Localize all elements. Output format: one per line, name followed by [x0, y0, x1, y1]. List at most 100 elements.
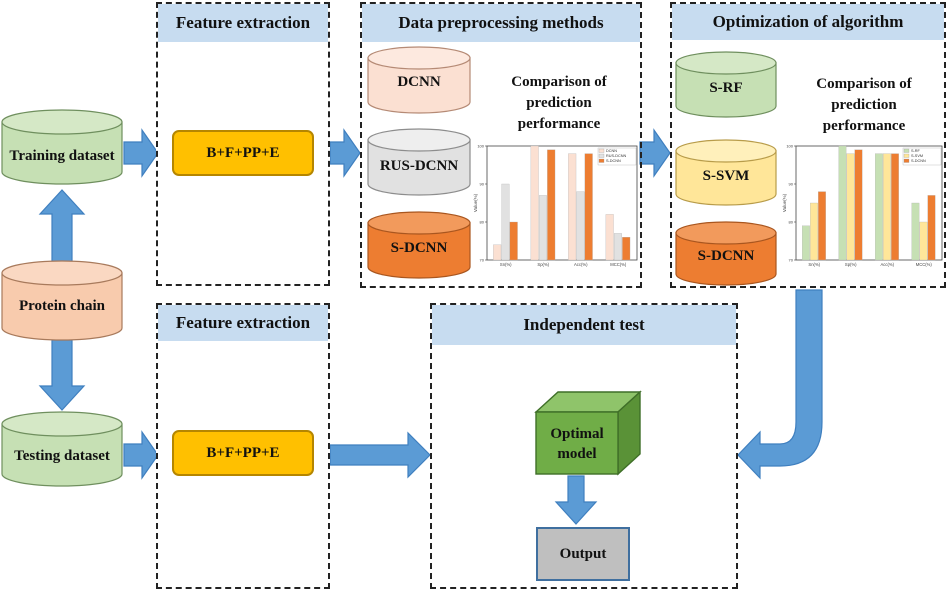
protein-chain-cylinder [1, 260, 123, 341]
preprocessing-panel [360, 2, 642, 288]
comparison-line-2: prediction [526, 95, 592, 111]
legend-label: S-DCNN [911, 159, 926, 163]
dcnn-label: DCNN [397, 74, 441, 90]
legend-swatch [903, 158, 910, 163]
bar-dcnn-2 [568, 153, 577, 261]
legend-label: DCNN [606, 149, 617, 153]
y-axis-label: Value(%) [473, 193, 478, 212]
arrow-feature-to-independent [329, 431, 431, 479]
comparison-line-3: performance [517, 116, 601, 132]
bar-dcnn-0 [493, 244, 502, 261]
optimal-model-label: Optimal model [536, 424, 618, 464]
bar-s-dcnn-1 [854, 149, 863, 261]
legend-label: S-SVM [911, 154, 923, 158]
x-tick-label: Acc(%) [881, 262, 895, 267]
s-rf-label: S-RF [709, 80, 743, 96]
y-tick-label: 100 [477, 144, 484, 149]
arrow-protein-to-testing [38, 339, 86, 411]
protein-chain-label: Protein chain [19, 298, 105, 314]
bar-dcnn-1 [530, 145, 539, 261]
comparison-line-3: performance [822, 118, 906, 134]
y-tick-label: 70 [480, 258, 485, 263]
preprocessing-title: Data preprocessing methods [362, 4, 640, 42]
bar-s-dcnn-0 [509, 221, 518, 261]
x-tick-label: Sn(%) [808, 262, 820, 267]
x-tick-label: Sp(%) [537, 262, 549, 267]
comparison-line-1: Comparison of [816, 76, 912, 92]
legend-label: S-RF [911, 149, 921, 153]
feature-extraction-title-bottom: Feature extraction [158, 305, 328, 341]
x-tick-label: MCC(%) [916, 262, 933, 267]
arrow-training-to-feature [123, 128, 159, 178]
bar-s-rf-1 [838, 145, 847, 261]
x-tick-label: Sn(%) [500, 262, 512, 267]
y-tick-label: 100 [786, 144, 793, 149]
optimal-model-line-2: model [557, 446, 597, 462]
comparison-line-2: prediction [831, 97, 897, 113]
testing-dataset-cylinder [1, 411, 123, 487]
bar-s-dcnn-3 [927, 195, 936, 261]
y-tick-label: 90 [789, 182, 794, 187]
optimal-model-line-1: Optimal [550, 426, 604, 442]
s-dcnn-label-preprocess: S-DCNN [390, 240, 448, 256]
output-box: Output [536, 527, 630, 581]
x-tick-label: MCC(%) [610, 262, 627, 267]
s-dcnn-cylinder-preprocess [367, 211, 471, 279]
bar-s-dcnn-0 [818, 191, 826, 261]
y-tick-label: 80 [789, 220, 794, 225]
flow-arrows [38, 128, 823, 525]
bar-s-rf-3 [911, 202, 920, 261]
bar-s-svm-1 [846, 153, 855, 261]
bar-dcnn-3 [605, 214, 614, 261]
training-dataset-label: Training dataset [9, 148, 115, 164]
bar-rus-dcnn-3 [613, 233, 622, 261]
legend-swatch [598, 148, 605, 153]
arrow-preprocess-to-optimization [639, 128, 671, 178]
rus-dcnn-label: RUS-DCNN [379, 158, 459, 174]
s-dcnn-label-optimization: S-DCNN [697, 248, 755, 264]
independent-test-title: Independent test [432, 305, 736, 345]
y-tick-label: 70 [789, 258, 794, 263]
bar-s-dcnn-2 [891, 153, 899, 261]
optimization-comparison-title: Comparison of prediction performance [786, 74, 942, 137]
legend-box [597, 147, 637, 166]
y-axis-label: Value(%) [782, 193, 787, 212]
dcnn-cylinder [367, 46, 471, 114]
legend-box [902, 147, 942, 166]
legend-swatch [598, 158, 605, 163]
bar-s-svm-3 [919, 221, 928, 261]
arrow-feature-to-preprocess [329, 128, 361, 178]
s-dcnn-cylinder-optimization [675, 221, 777, 286]
legend-label: RUS-DCNN [606, 154, 627, 158]
y-tick-label: 90 [480, 182, 485, 187]
s-svm-cylinder [675, 139, 777, 206]
optimization-title: Optimization of algorithm [672, 4, 944, 40]
bar-rus-dcnn-2 [576, 191, 585, 261]
s-rf-cylinder [675, 51, 777, 118]
bar-rus-dcnn-0 [501, 183, 510, 261]
legend-swatch [903, 153, 910, 158]
s-svm-label: S-SVM [702, 168, 750, 184]
training-dataset-cylinder [1, 109, 123, 185]
preprocess-comparison-chart: 708090100Value(%)Sn(%)Sp(%)Acc(%)MCC(%)D… [473, 144, 638, 267]
rus-dcnn-cylinder [367, 128, 471, 196]
arrow-protein-to-training [38, 189, 86, 263]
feature-extraction-title-top: Feature extraction [158, 4, 328, 42]
bar-s-dcnn-1 [547, 149, 556, 261]
legend-swatch [903, 148, 910, 153]
optimal-model-cube [534, 390, 642, 476]
y-tick-label: 80 [480, 220, 485, 225]
arrow-optimization-to-independent [737, 289, 823, 480]
testing-dataset-label: Testing dataset [14, 448, 110, 464]
legend-swatch [598, 153, 605, 158]
independent-test-panel [430, 303, 738, 589]
arrow-testing-to-feature [123, 430, 159, 480]
x-tick-label: Sp(%) [845, 262, 857, 267]
bar-s-svm-0 [810, 202, 818, 261]
bar-s-rf-2 [875, 153, 883, 261]
feature-combination-pill-bottom: B+F+PP+E [172, 430, 314, 476]
comparison-line-1: Comparison of [511, 74, 607, 90]
bar-s-dcnn-2 [584, 153, 593, 261]
